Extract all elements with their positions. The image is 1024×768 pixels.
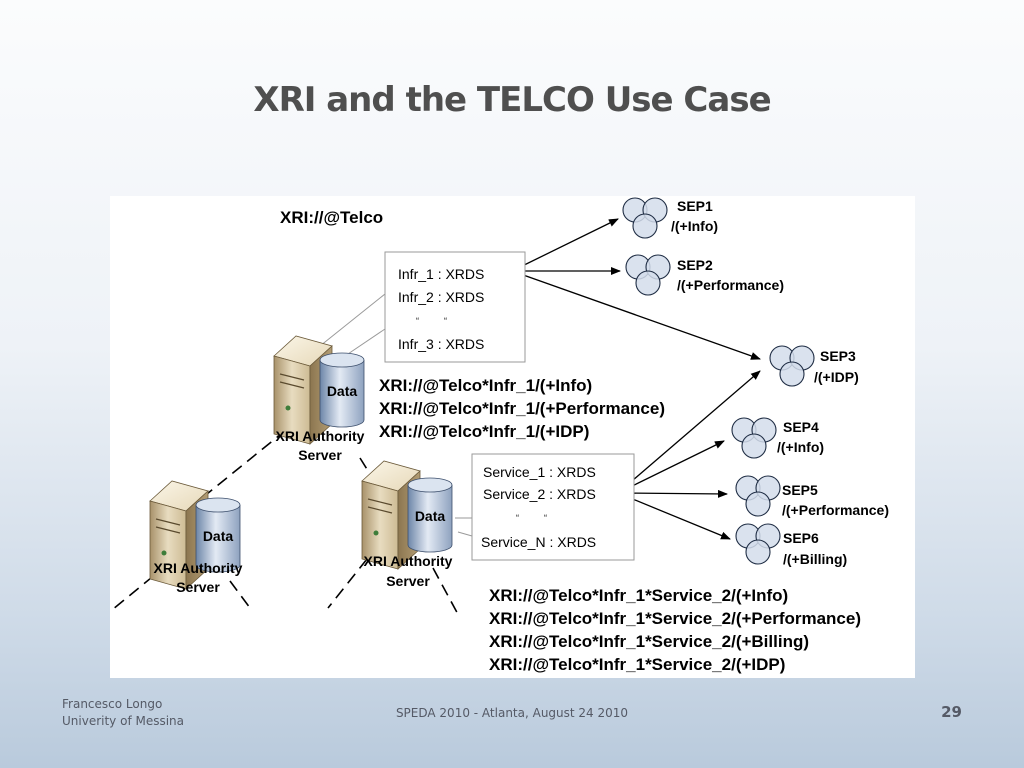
infr-xrds-line-1: Infr_1 : XRDS	[398, 266, 484, 282]
xri-diagram: Infr_1 : XRDS Infr_2 : XRDS “ “ Infr_3 :…	[111, 197, 889, 674]
sep-node-1: SEP1 /(+Info)	[622, 197, 718, 239]
infr-xrds-line-2: Infr_2 : XRDS	[398, 289, 484, 305]
sep-name: SEP2	[677, 257, 713, 273]
server-tower-icon	[273, 335, 333, 445]
server-left-label-line2: Server	[176, 579, 220, 595]
service-xrds-ditto: “ “	[516, 513, 547, 523]
server-left-label-line1: XRI Authority	[154, 560, 243, 576]
sep-arrows	[511, 218, 761, 540]
footer-affiliation: Univerity of Messina	[62, 714, 185, 728]
sep-service: /(+Info)	[777, 439, 824, 455]
infr-uri-info: XRI://@Telco*Infr_1/(+Info)	[379, 376, 592, 395]
sep-node-4: SEP4 /(+Info)	[731, 417, 824, 459]
sep-node-2: SEP2 /(+Performance)	[625, 254, 784, 296]
sep-venn-icon	[735, 523, 781, 565]
slide-title: XRI and the TELCO Use Case	[253, 80, 771, 120]
sep-node-6: SEP6 /(+Billing)	[735, 523, 847, 567]
data-label: Data	[415, 508, 446, 524]
server-center-label-line1: XRI Authority	[364, 553, 453, 569]
service-xrds-box: Service_1 : XRDS Service_2 : XRDS “ “ Se…	[471, 453, 635, 561]
infr-uri-list: XRI://@Telco*Infr_1/(+Info) XRI://@Telco…	[379, 376, 665, 441]
sep-service: /(+Performance)	[677, 277, 784, 293]
data-cylinder-icon: Data	[319, 352, 365, 428]
footer-event: SPEDA 2010 - Atlanta, August 24 2010	[395, 706, 629, 720]
sep-venn-icon	[731, 417, 777, 459]
service-xrds-line-1: Service_1 : XRDS	[483, 464, 596, 480]
infr-xrds-line-3: Infr_3 : XRDS	[398, 336, 484, 352]
sep-venn-icon	[769, 345, 815, 387]
page-number: 29	[941, 703, 962, 721]
authority-server-center: Data	[361, 460, 453, 570]
sep-name: SEP3	[820, 348, 856, 364]
sep-service: /(+Billing)	[783, 551, 847, 567]
footer-author-block: Francesco Longo Univerity of Messina	[62, 696, 184, 730]
sep-name: SEP1	[677, 198, 713, 214]
sep-name: SEP4	[783, 419, 819, 435]
sep-venn-icon	[622, 197, 668, 239]
sep-name: SEP6	[783, 530, 819, 546]
sep-service: /(+Info)	[671, 218, 718, 234]
sep-venn-icon	[625, 254, 671, 296]
sep-venn-icon	[735, 475, 781, 517]
server-top-label-line2: Server	[298, 447, 342, 463]
infr-xrds-box: Infr_1 : XRDS Infr_2 : XRDS “ “ Infr_3 :…	[384, 251, 526, 363]
server-top-label-line1: XRI Authority	[276, 428, 365, 444]
service-uri-performance: XRI://@Telco*Infr_1*Service_2/(+Performa…	[489, 609, 861, 628]
data-cylinder-icon: Data	[407, 477, 453, 553]
diagram-panel: Infr_1 : XRDS Infr_2 : XRDS “ “ Infr_3 :…	[110, 196, 915, 678]
service-xrds-line-3: Service_N : XRDS	[481, 534, 596, 550]
data-cylinder-icon: Data	[195, 497, 241, 573]
service-uri-info: XRI://@Telco*Infr_1*Service_2/(+Info)	[489, 586, 788, 605]
authority-server-left: Data	[149, 480, 241, 590]
server-center-label-line2: Server	[386, 573, 430, 589]
service-uri-idp: XRI://@Telco*Infr_1*Service_2/(+IDP)	[489, 655, 785, 674]
sep-node-3: SEP3 /(+IDP)	[769, 345, 859, 387]
sep-name: SEP5	[782, 482, 818, 498]
sep-node-5: SEP5 /(+Performance)	[735, 475, 889, 518]
infr-xrds-ditto: “ “	[416, 316, 447, 326]
root-xri-label: XRI://@Telco	[280, 208, 383, 227]
infr-uri-idp: XRI://@Telco*Infr_1/(+IDP)	[379, 422, 589, 441]
service-uri-billing: XRI://@Telco*Infr_1*Service_2/(+Billing)	[489, 632, 809, 651]
footer-author: Francesco Longo	[62, 697, 163, 711]
data-label: Data	[203, 528, 234, 544]
data-label: Data	[327, 383, 358, 399]
sep-service: /(+IDP)	[814, 369, 859, 385]
service-xrds-line-2: Service_2 : XRDS	[483, 486, 596, 502]
authority-server-top: Data	[273, 335, 365, 445]
infr-uri-performance: XRI://@Telco*Infr_1/(+Performance)	[379, 399, 665, 418]
sep-service: /(+Performance)	[782, 502, 889, 518]
service-uri-list: XRI://@Telco*Infr_1*Service_2/(+Info) XR…	[489, 586, 861, 674]
